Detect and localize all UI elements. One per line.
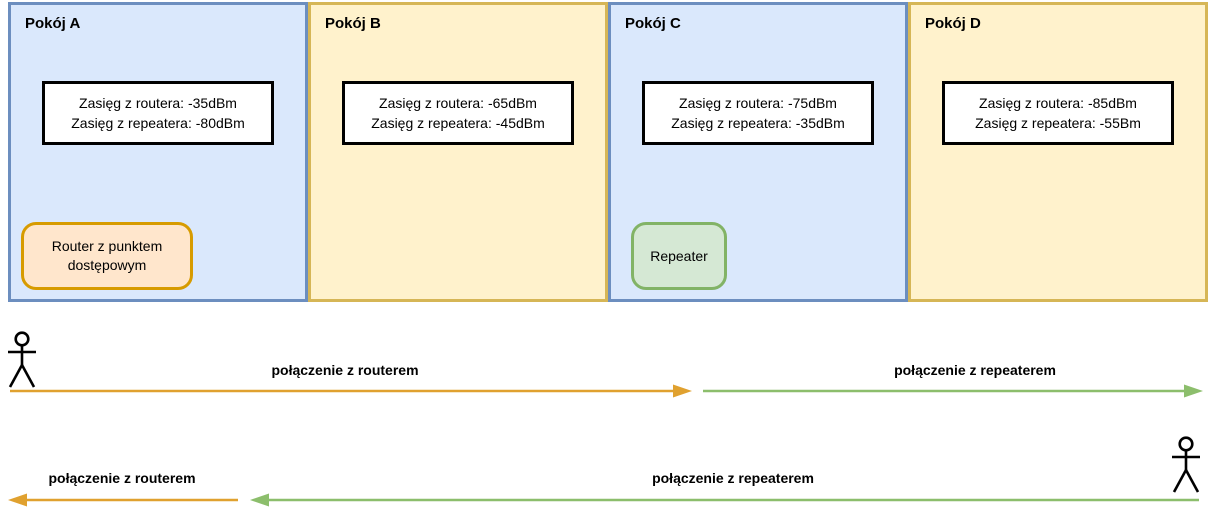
arrow-router-right: [10, 384, 692, 398]
connection-label-router-top: połączenie z routerem: [271, 362, 419, 378]
rooms-row: Pokój A Zasięg z routera: -35dBm Zasięg …: [8, 2, 1208, 302]
router-box: Router z punktem dostępowym: [21, 222, 193, 290]
arrow-repeater-right: [703, 384, 1203, 398]
signal-repeater-line: Zasięg z repeatera: -35dBm: [671, 115, 845, 131]
signal-repeater-line: Zasięg z repeatera: -80dBm: [71, 115, 245, 131]
repeater-box: Repeater: [631, 222, 727, 290]
room-pokoj-c: Pokój C Zasięg z routera: -75dBm Zasięg …: [608, 2, 908, 302]
room-title: Pokój B: [325, 15, 381, 32]
room-title: Pokój C: [625, 15, 681, 32]
person-right-icon: [1172, 436, 1200, 493]
person-left-icon: [8, 331, 36, 388]
connection-label-repeater-bottom: połączenie z repeaterem: [652, 470, 814, 486]
signal-info-box: Zasięg z routera: -65dBm Zasięg z repeat…: [342, 81, 574, 145]
arrow-router-left: [8, 493, 238, 507]
signal-repeater-line: Zasięg z repeatera: -55Bm: [975, 115, 1141, 131]
signal-router-line: Zasięg z routera: -35dBm: [79, 95, 237, 111]
room-pokoj-d: Pokój D Zasięg z routera: -85dBm Zasięg …: [908, 2, 1208, 302]
connection-label-repeater-top: połączenie z repeaterem: [894, 362, 1056, 378]
room-pokoj-a: Pokój A Zasięg z routera: -35dBm Zasięg …: [8, 2, 308, 302]
room-pokoj-b: Pokój B Zasięg z routera: -65dBm Zasięg …: [308, 2, 608, 302]
signal-repeater-line: Zasięg z repeatera: -45dBm: [371, 115, 545, 131]
room-title: Pokój D: [925, 15, 981, 32]
signal-router-line: Zasięg z routera: -65dBm: [379, 95, 537, 111]
room-title: Pokój A: [25, 15, 81, 32]
signal-info-box: Zasięg z routera: -85dBm Zasięg z repeat…: [942, 81, 1174, 145]
signal-router-line: Zasięg z routera: -85dBm: [979, 95, 1137, 111]
signal-info-box: Zasięg z routera: -75dBm Zasięg z repeat…: [642, 81, 874, 145]
signal-router-line: Zasięg z routera: -75dBm: [679, 95, 837, 111]
arrow-repeater-left: [250, 493, 1199, 507]
connection-label-router-bottom: połączenie z routerem: [48, 470, 196, 486]
signal-info-box: Zasięg z routera: -35dBm Zasięg z repeat…: [42, 81, 274, 145]
